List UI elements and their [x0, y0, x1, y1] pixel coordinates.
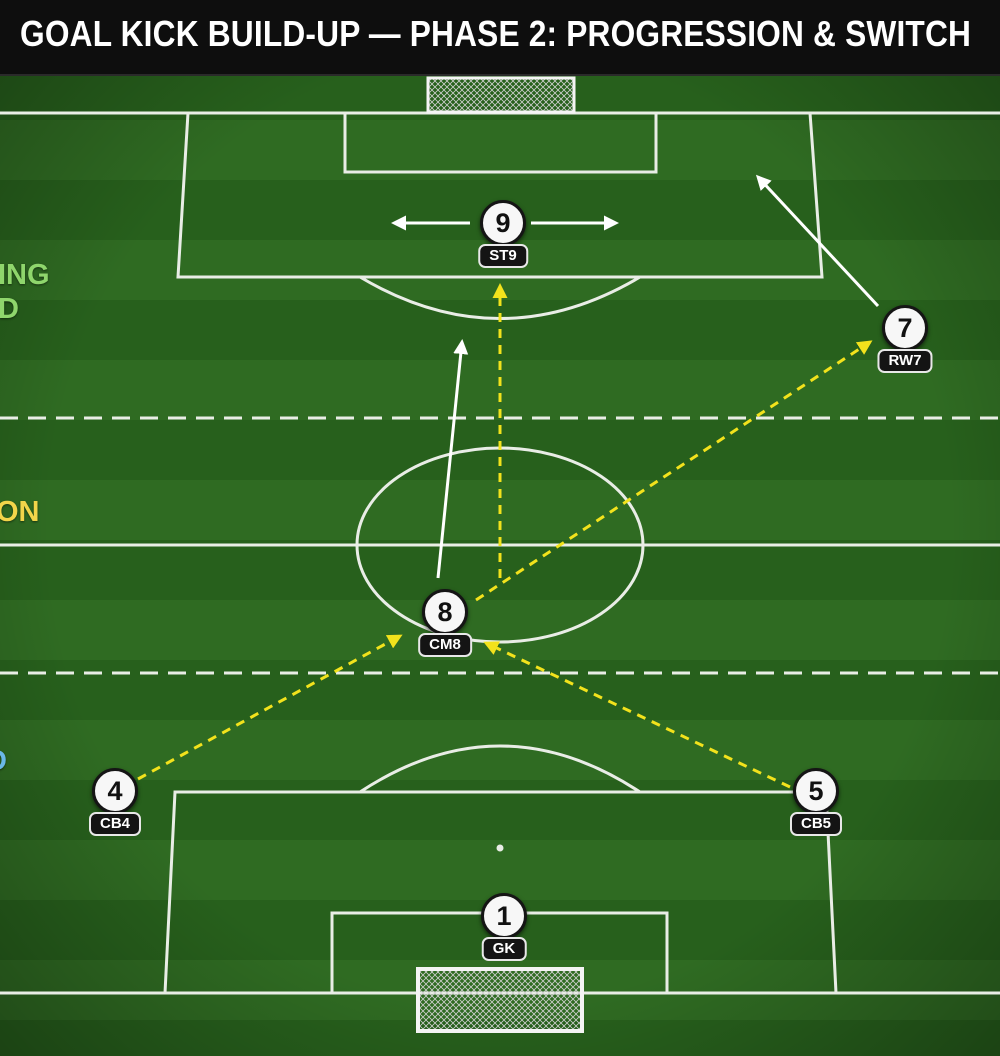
- penalty-spot: [496, 844, 504, 852]
- near-penalty-arc: [359, 744, 641, 794]
- pass-lines: [137, 283, 873, 789]
- player-label: CB4: [88, 812, 142, 836]
- diagram-title: GOAL KICK BUILD-UP — PHASE 2: PROGRESSIO…: [20, 13, 972, 54]
- player-cm8[interactable]: 8 CM8: [405, 589, 485, 679]
- player-rw7[interactable]: 7 RW7: [865, 305, 945, 395]
- title-bar: GOAL KICK BUILD-UP — PHASE 2: PROGRESSIO…: [0, 0, 1000, 76]
- far-goal-net: [426, 76, 576, 114]
- near-goal-net: [416, 967, 584, 1033]
- player-label: CB5: [789, 812, 843, 836]
- zone-label-middle-third: ON: [0, 496, 40, 528]
- pass-cb5-to-cm8: [483, 641, 791, 789]
- far-goal: [426, 76, 576, 114]
- player-cb5[interactable]: 5 CB5: [776, 768, 856, 858]
- player-label: GK: [481, 937, 527, 961]
- zone-label-final-third: ING D: [0, 259, 50, 325]
- far-six-yard-box: [343, 113, 658, 174]
- run-rw7: [755, 174, 880, 308]
- player-number: 5: [793, 768, 839, 814]
- pass-cm8-to-rw7: [475, 340, 873, 602]
- player-st9[interactable]: 9 ST9: [463, 200, 543, 290]
- player-label: ST9: [478, 244, 528, 268]
- player-label: CM8: [418, 633, 472, 657]
- player-gk[interactable]: 1 GK: [464, 893, 544, 983]
- near-penalty-box: [163, 790, 838, 994]
- player-number: 1: [481, 893, 527, 939]
- near-goal: [416, 967, 584, 1033]
- player-number: 4: [92, 768, 138, 814]
- run-cm8: [436, 339, 469, 579]
- run-lines: [391, 174, 880, 579]
- player-number: 9: [480, 200, 526, 246]
- far-penalty-box: [176, 112, 824, 279]
- player-label: RW7: [877, 349, 933, 373]
- player-number: 7: [882, 305, 928, 351]
- player-cb4[interactable]: 4 CB4: [75, 768, 155, 858]
- player-number: 8: [422, 589, 468, 635]
- pass-cb4-to-cm8: [137, 634, 403, 781]
- zone-label-build-third: D: [0, 744, 7, 778]
